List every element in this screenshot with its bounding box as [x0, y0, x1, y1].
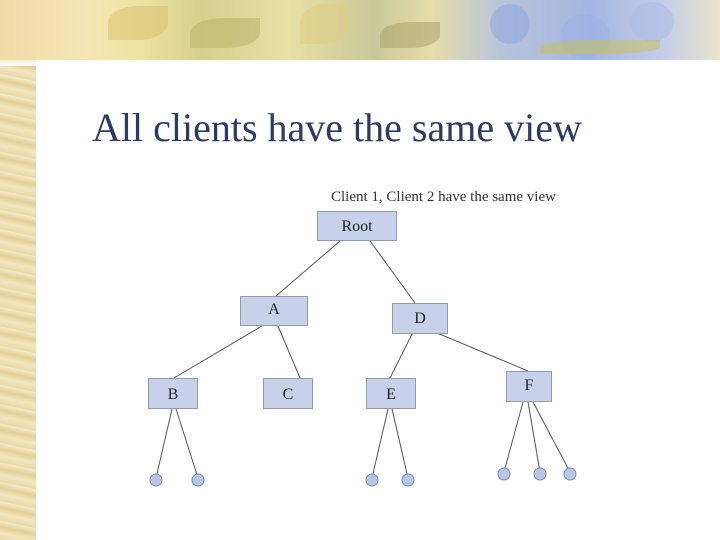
node-root-label: Root [341, 218, 373, 235]
leaf-node [401, 473, 415, 487]
node-d-label: D [414, 310, 426, 327]
edge-b-leaf2 [175, 408, 199, 479]
top-decorative-banner [0, 0, 720, 60]
edge-a-c [277, 325, 301, 379]
node-e: E [366, 378, 416, 409]
node-b: B [148, 378, 198, 409]
slide-title: All clients have the same view [92, 105, 582, 150]
left-decorative-band [0, 0, 36, 540]
edge-a-b [173, 325, 263, 379]
edge-f-leaf1 [503, 401, 524, 473]
leaf-node [533, 467, 547, 481]
node-d: D [392, 303, 448, 334]
edge-b-leaf1 [155, 408, 173, 479]
edge-d-e [389, 333, 413, 379]
edge-e-leaf2 [391, 408, 409, 479]
node-root: Root [317, 211, 397, 241]
edge-e-leaf1 [371, 408, 389, 479]
node-e-label: E [386, 386, 396, 403]
node-b-label: B [167, 386, 179, 403]
leaf-node [149, 473, 163, 487]
node-c-label: C [282, 386, 294, 403]
leaf-node [497, 467, 511, 481]
edge-root-d [369, 240, 416, 304]
tree-edges [155, 240, 571, 479]
edge-f-leaf3 [532, 401, 571, 473]
edge-root-a [275, 240, 341, 297]
node-a-label: A [268, 301, 280, 318]
node-c: C [263, 378, 313, 409]
leaf-node [191, 473, 205, 487]
leaf-node [365, 473, 379, 487]
node-f: F [506, 371, 552, 402]
slide-content-area [36, 60, 720, 540]
edge-f-leaf2 [527, 401, 541, 473]
edge-d-f [429, 329, 529, 372]
node-f-label: F [524, 377, 534, 394]
tree-caption: Client 1, Client 2 have the same view [331, 189, 556, 205]
leaf-node [563, 467, 577, 481]
node-a: A [240, 296, 308, 326]
